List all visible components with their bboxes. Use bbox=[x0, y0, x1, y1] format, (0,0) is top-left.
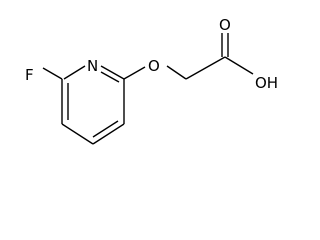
molecule-structure: F N O O OH bbox=[25, 16, 278, 145]
structure-canvas: F N O O OH bbox=[25, 16, 279, 145]
bond-c2-o-ether bbox=[123, 66, 146, 80]
bond-c4-c5 bbox=[61, 123, 94, 145]
bond-c3-c4-inner bbox=[92, 120, 119, 138]
bond-c-oh bbox=[224, 56, 254, 75]
bond-ch2-cooh bbox=[185, 56, 226, 80]
ether-oxygen-atom-label: O bbox=[148, 57, 160, 75]
carbonyl-oxygen-atom-label: O bbox=[219, 16, 231, 34]
nitrogen-atom-label: N bbox=[87, 57, 98, 75]
bond-c6-f bbox=[42, 67, 63, 80]
hydroxyl-group-label: OH bbox=[255, 74, 278, 92]
bond-c3-c4 bbox=[92, 123, 125, 145]
fluorine-atom-label: F bbox=[25, 66, 34, 84]
bond-n1-c2 bbox=[100, 65, 125, 80]
bond-n1-c2-inner bbox=[100, 71, 120, 83]
bond-o-ch2 bbox=[166, 65, 187, 80]
bond-c6-n1 bbox=[63, 65, 86, 80]
